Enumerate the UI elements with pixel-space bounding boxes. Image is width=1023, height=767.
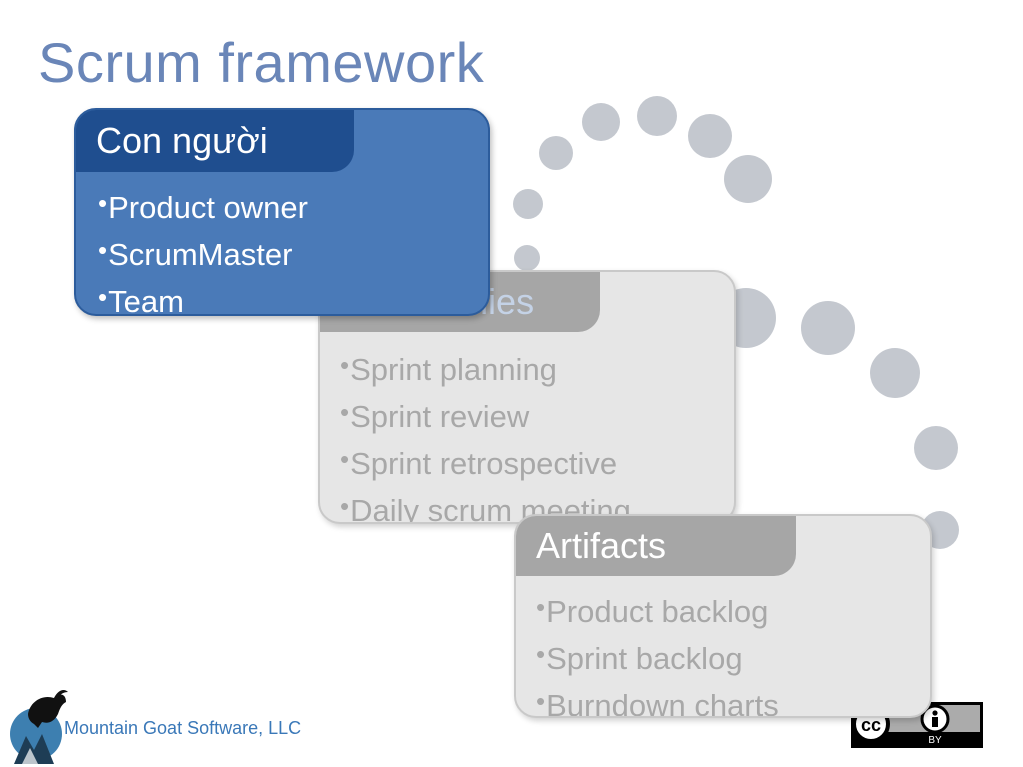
list-item-label: Product backlog xyxy=(546,594,769,629)
arc-dot xyxy=(539,136,573,170)
slide-title: Scrum framework xyxy=(38,31,485,94)
arc-dot xyxy=(514,245,540,271)
artifacts-list: •Product backlog •Sprint backlog •Burndo… xyxy=(536,586,779,718)
arc-dot xyxy=(582,103,620,141)
bullet-icon: • xyxy=(536,686,546,716)
bullet-icon: • xyxy=(98,282,108,312)
list-item-label: Product owner xyxy=(108,190,308,225)
bullet-icon: • xyxy=(536,592,546,622)
artifacts-card: Artifacts •Product backlog •Sprint backl… xyxy=(514,514,932,718)
list-item: •Sprint backlog xyxy=(536,633,779,680)
arc-dot xyxy=(801,301,855,355)
list-item-label: Sprint planning xyxy=(350,352,557,387)
list-item: •Team xyxy=(98,276,308,316)
roles-header: Con người xyxy=(76,110,354,172)
mountain-goat-logo-icon xyxy=(10,690,68,764)
list-item: •Product backlog xyxy=(536,586,779,633)
roles-list: •Product owner •ScrumMaster •Team xyxy=(98,182,308,316)
bullet-icon: • xyxy=(340,491,350,521)
ceremonies-list: •Sprint planning •Sprint review •Sprint … xyxy=(340,344,631,522)
artifacts-header: Artifacts xyxy=(516,516,796,576)
bullet-icon: • xyxy=(536,639,546,669)
list-item-label: Burndown charts xyxy=(546,688,779,718)
bullet-icon: • xyxy=(340,350,350,380)
list-item-label: Team xyxy=(108,284,184,316)
list-item-label: ScrumMaster xyxy=(108,237,293,272)
list-item-label: Sprint backlog xyxy=(546,641,743,676)
arc-dot xyxy=(513,189,543,219)
arc-dot xyxy=(688,114,732,158)
arc-dot xyxy=(637,96,677,136)
bullet-icon: • xyxy=(98,188,108,218)
list-item: •Sprint retrospective xyxy=(340,438,631,485)
arc-dot xyxy=(870,348,920,398)
bullet-icon: • xyxy=(340,397,350,427)
arc-dot xyxy=(914,426,958,470)
list-item: •Product owner xyxy=(98,182,308,229)
bullet-icon: • xyxy=(340,444,350,474)
bullet-icon: • xyxy=(98,235,108,265)
cc-badge-text: cc xyxy=(861,715,881,735)
footer-company: Mountain Goat Software, LLC xyxy=(64,718,302,738)
list-item: •ScrumMaster xyxy=(98,229,308,276)
by-badge-text: BY xyxy=(928,735,942,746)
roles-card: Con người •Product owner •ScrumMaster •T… xyxy=(74,108,490,316)
list-item: •Burndown charts xyxy=(536,680,779,718)
list-item-label: Sprint review xyxy=(350,399,530,434)
list-item-label: Sprint retrospective xyxy=(350,446,618,481)
arc-dot xyxy=(724,155,772,203)
list-item: •Sprint review xyxy=(340,391,631,438)
list-item: •Sprint planning xyxy=(340,344,631,391)
